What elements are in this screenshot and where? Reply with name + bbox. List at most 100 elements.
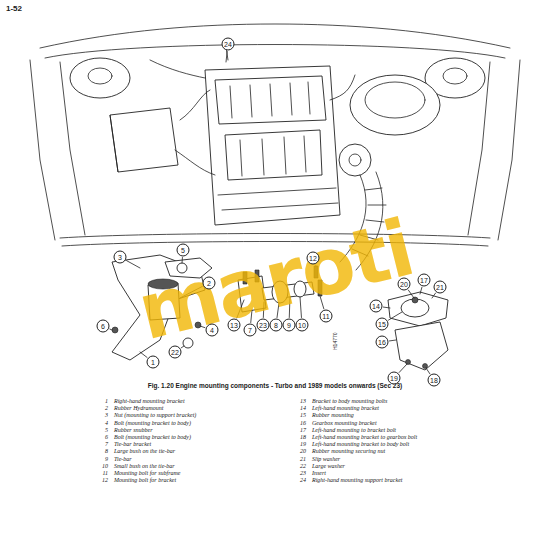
body-bolt [423,364,428,369]
key-text: Bolt (mounting bracket to body) [114,434,191,440]
mounting-nut [412,297,418,303]
key-number: 23 [296,470,306,476]
left-strut-tower [70,58,130,98]
key-number: 6 [98,434,108,440]
page-number: 1-52 [6,4,22,13]
key-number: 9 [98,456,108,462]
callout-number: 3 [114,251,127,264]
callout-number: 21 [434,281,447,294]
sump-lines [218,188,338,210]
callout-number: 23 [257,319,270,332]
key-number: 2 [98,405,108,411]
callout-number: 2 [203,277,216,290]
air-cleaner-lid [365,82,425,118]
leader-line [110,329,112,331]
key-text: Gearbox mounting bracket [312,420,377,426]
key-number: 17 [296,427,306,433]
figure-caption: Fig. 1.20 Engine mounting components - T… [148,382,403,389]
leader-lines [110,51,436,373]
engine-block [205,66,340,225]
leader-line [389,340,396,342]
key-number: 21 [296,456,306,462]
scuttle-panel [40,24,510,58]
key-number: 20 [296,448,306,454]
key-number: 8 [98,448,108,454]
key-number: 24 [296,477,306,483]
air-cleaner [350,75,440,135]
inlet-manifold [225,130,322,180]
hoses [150,40,355,175]
callout-number: 13 [228,319,241,332]
callout-number: 6 [97,320,110,333]
key-number: 14 [296,405,306,411]
callout-number: 11 [320,310,333,323]
key-text: Rubber snubber [114,427,153,433]
leader-line [432,293,436,298]
callout-number: 1 [147,356,160,369]
key-text: Left-hand mounting to bracket bolt [312,427,396,433]
key-text: Mounting bolt for subframe [114,470,181,476]
leader-line [226,51,227,62]
key-text: Left-hand mounting bracket [312,405,379,411]
key-text: Left-hand mounting bracket to body bolt [312,441,409,447]
key-number: 15 [296,412,306,418]
leader-line [426,368,430,374]
key-text: Large washer [312,463,345,469]
key-text: Tie-bar [114,456,132,462]
key-text: Left-hand mounting bracket to gearbox bo… [312,434,417,440]
key-number: 5 [98,427,108,433]
bracket-bolt [112,327,118,333]
figure-code: H14770 [332,332,338,350]
key-text: Rubber mounting [312,412,354,418]
leader-line [388,312,402,320]
key-number: 12 [98,477,108,483]
key-text: Mounting bolt for bracket [114,477,176,483]
callout-number: 10 [296,319,309,332]
battery [110,108,178,172]
key-number: 4 [98,420,108,426]
key-text: Bracket to body mounting bolts [312,398,387,404]
turbo-hub [349,154,361,166]
key-number: 18 [296,434,306,440]
callout-number: 22 [169,346,182,359]
key-text: Rubber Hydramount [114,405,164,411]
manifold-runners [240,136,306,176]
key-text: Small bush on the tie-bar [114,463,175,469]
cam-cover-ribs [230,82,310,118]
leader-line [383,307,390,309]
key-text: Rubber mounting securing nut [312,448,385,454]
key-text: Insert [312,470,326,476]
callout-number: 18 [428,374,441,387]
callout-number: 9 [283,319,296,332]
key-number: 22 [296,463,306,469]
callout-number: 24 [222,38,235,51]
callout-number: 15 [376,318,389,331]
left-strut-top [88,68,112,84]
key-number: 19 [296,441,306,447]
left-hand-mounting-bracket [388,292,448,326]
gearbox-mounting-bracket [395,322,448,370]
leader-line [399,364,407,373]
key-number: 11 [98,470,108,476]
key-number: 10 [98,463,108,469]
turbocharger [339,144,371,176]
callout-number: 5 [177,244,190,257]
leader-line [140,352,147,357]
callout-number: 8 [270,319,283,332]
key-text: Right-hand mounting support bracket [312,477,403,483]
watermark: maroti [129,203,421,358]
callout-number: 17 [418,274,431,287]
key-number: 13 [296,398,306,404]
callout-number: 20 [398,278,411,291]
key-text: Bolt (mounting bracket to body) [114,420,191,426]
key-number: 1 [98,398,108,404]
callout-number: 14 [370,300,383,313]
key-number: 7 [98,441,108,447]
key-text: Large bush on the tie-bar [114,448,175,454]
key-number: 3 [98,412,108,418]
key-text: Right-hand mounting bracket [114,398,185,404]
key-text: Nut (mounting to support bracket) [114,412,196,418]
key-number: 16 [296,420,306,426]
key-text: Tie-bar bracket [114,441,151,447]
right-strut-top [443,68,467,84]
